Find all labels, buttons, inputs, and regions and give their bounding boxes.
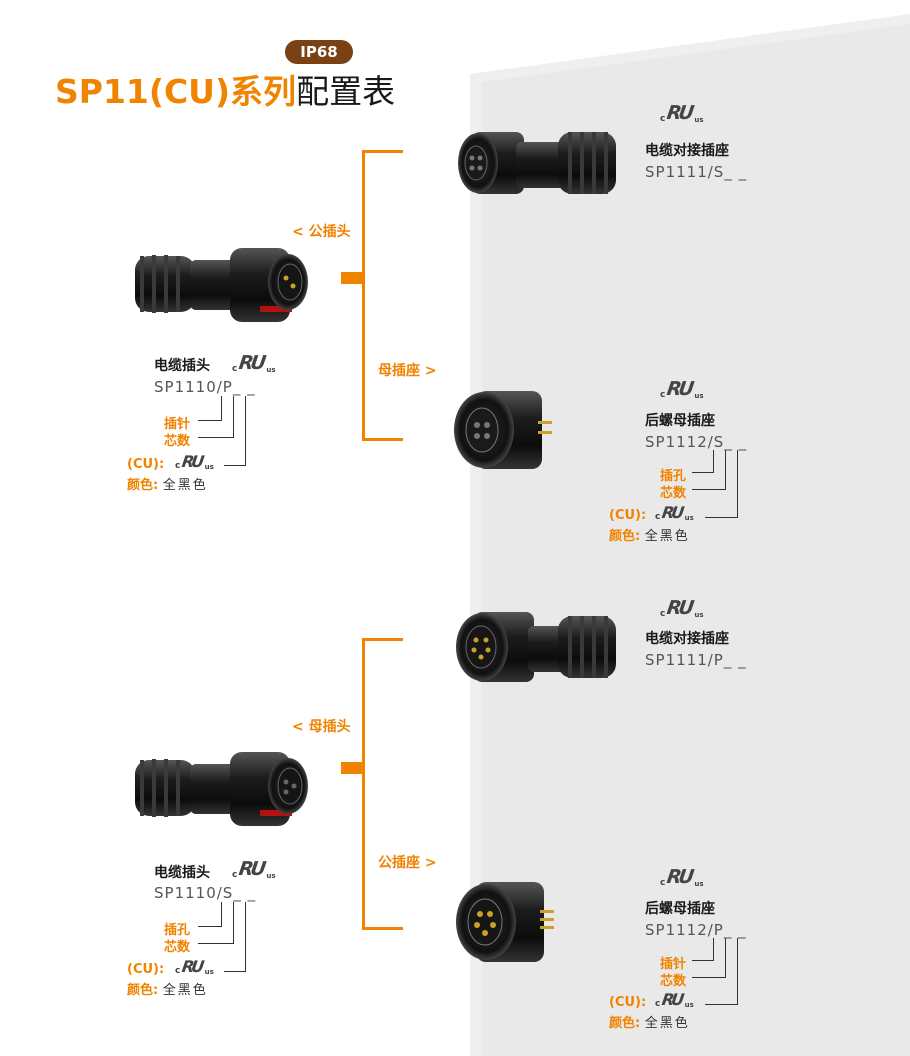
cable-plug-image bbox=[135, 248, 308, 322]
branch-connector bbox=[341, 762, 363, 774]
dimension-line bbox=[233, 902, 234, 944]
title-series: SP11(CU)系列 bbox=[55, 72, 297, 111]
callout-cores: 芯数 bbox=[164, 940, 191, 955]
source-product-code: SP1110/S_ _ bbox=[154, 884, 257, 902]
cable-receptacle-image bbox=[456, 612, 616, 682]
target-product-code: SP1112/S_ _ bbox=[645, 433, 748, 451]
dimension-line bbox=[198, 926, 222, 927]
dimension-line bbox=[198, 420, 222, 421]
callout-color: 颜色: 全黑色 bbox=[127, 983, 208, 998]
callout-cores: 芯数 bbox=[660, 974, 687, 989]
rear-nut-receptacle-image bbox=[456, 882, 554, 962]
dimension-line bbox=[705, 1004, 738, 1005]
dimension-line bbox=[705, 517, 738, 518]
page-title: SP11(CU)系列配置表 bbox=[55, 70, 395, 114]
branch-label-top: < 母插头 bbox=[292, 719, 351, 735]
dimension-line bbox=[245, 396, 246, 466]
target-product-code: SP1111/S_ _ bbox=[645, 163, 748, 181]
target-product-code: SP1111/P_ _ bbox=[645, 651, 747, 669]
dimension-line bbox=[198, 943, 234, 944]
dimension-line bbox=[224, 971, 246, 972]
dimension-line bbox=[692, 489, 726, 490]
dimension-line bbox=[713, 450, 714, 473]
branch-bracket-bottom bbox=[362, 438, 403, 441]
source-product-name: 电缆插头 bbox=[154, 865, 210, 881]
callout-cu: (CU): bbox=[127, 457, 165, 472]
branch-label-bottom: 母插座 > bbox=[378, 363, 437, 379]
dimension-line bbox=[692, 977, 726, 978]
cable-plug-image bbox=[135, 752, 308, 826]
title-suffix: 配置表 bbox=[296, 72, 396, 111]
branch-bracket-top bbox=[362, 150, 403, 153]
dimension-line bbox=[737, 938, 738, 1005]
dimension-line bbox=[198, 437, 234, 438]
target-product-name: 电缆对接插座 bbox=[645, 631, 729, 647]
dimension-line bbox=[713, 938, 714, 961]
branch-connector bbox=[341, 272, 363, 284]
callout-color: 颜色: 全黑色 bbox=[127, 478, 208, 493]
target-product-name: 后螺母插座 bbox=[645, 413, 715, 429]
branch-bracket-top bbox=[362, 638, 403, 641]
callout-pins: 插针 bbox=[660, 957, 687, 972]
dimension-line bbox=[224, 465, 246, 466]
callout-cu: (CU): bbox=[127, 962, 165, 977]
dimension-line bbox=[725, 938, 726, 978]
target-product-name: 后螺母插座 bbox=[645, 901, 715, 917]
ip68-badge: IP68 bbox=[285, 40, 353, 64]
branch-label-bottom: 公插座 > bbox=[378, 855, 437, 871]
dimension-line bbox=[233, 396, 234, 438]
branch-bracket-bottom bbox=[362, 927, 403, 930]
target-product-name: 电缆对接插座 bbox=[645, 143, 729, 159]
callout-cores: 芯数 bbox=[660, 486, 687, 501]
callout-cores: 芯数 bbox=[164, 434, 191, 449]
branch-bracket bbox=[362, 638, 365, 930]
callout-cu: (CU): bbox=[609, 508, 647, 523]
source-product-name: 电缆插头 bbox=[154, 358, 210, 374]
callout-holes: 插孔 bbox=[660, 469, 687, 484]
dimension-line bbox=[221, 396, 222, 421]
callout-holes: 插孔 bbox=[164, 923, 191, 938]
background-panel-inner bbox=[482, 24, 910, 1056]
cable-receptacle-image bbox=[458, 132, 616, 194]
dimension-line bbox=[725, 450, 726, 490]
callout-cu: (CU): bbox=[609, 995, 647, 1010]
branch-bracket bbox=[362, 150, 365, 441]
callout-pins: 插针 bbox=[164, 417, 191, 432]
dimension-line bbox=[245, 902, 246, 972]
callout-color: 颜色: 全黑色 bbox=[609, 529, 690, 544]
dimension-line bbox=[221, 902, 222, 927]
target-product-code: SP1112/P_ _ bbox=[645, 921, 747, 939]
branch-label-top: < 公插头 bbox=[292, 224, 351, 240]
callout-color: 颜色: 全黑色 bbox=[609, 1016, 690, 1031]
rear-nut-receptacle-image bbox=[454, 391, 552, 469]
dimension-line bbox=[737, 450, 738, 518]
dimension-line bbox=[692, 960, 714, 961]
dimension-line bbox=[692, 472, 714, 473]
source-product-code: SP1110/P_ _ bbox=[154, 378, 256, 396]
